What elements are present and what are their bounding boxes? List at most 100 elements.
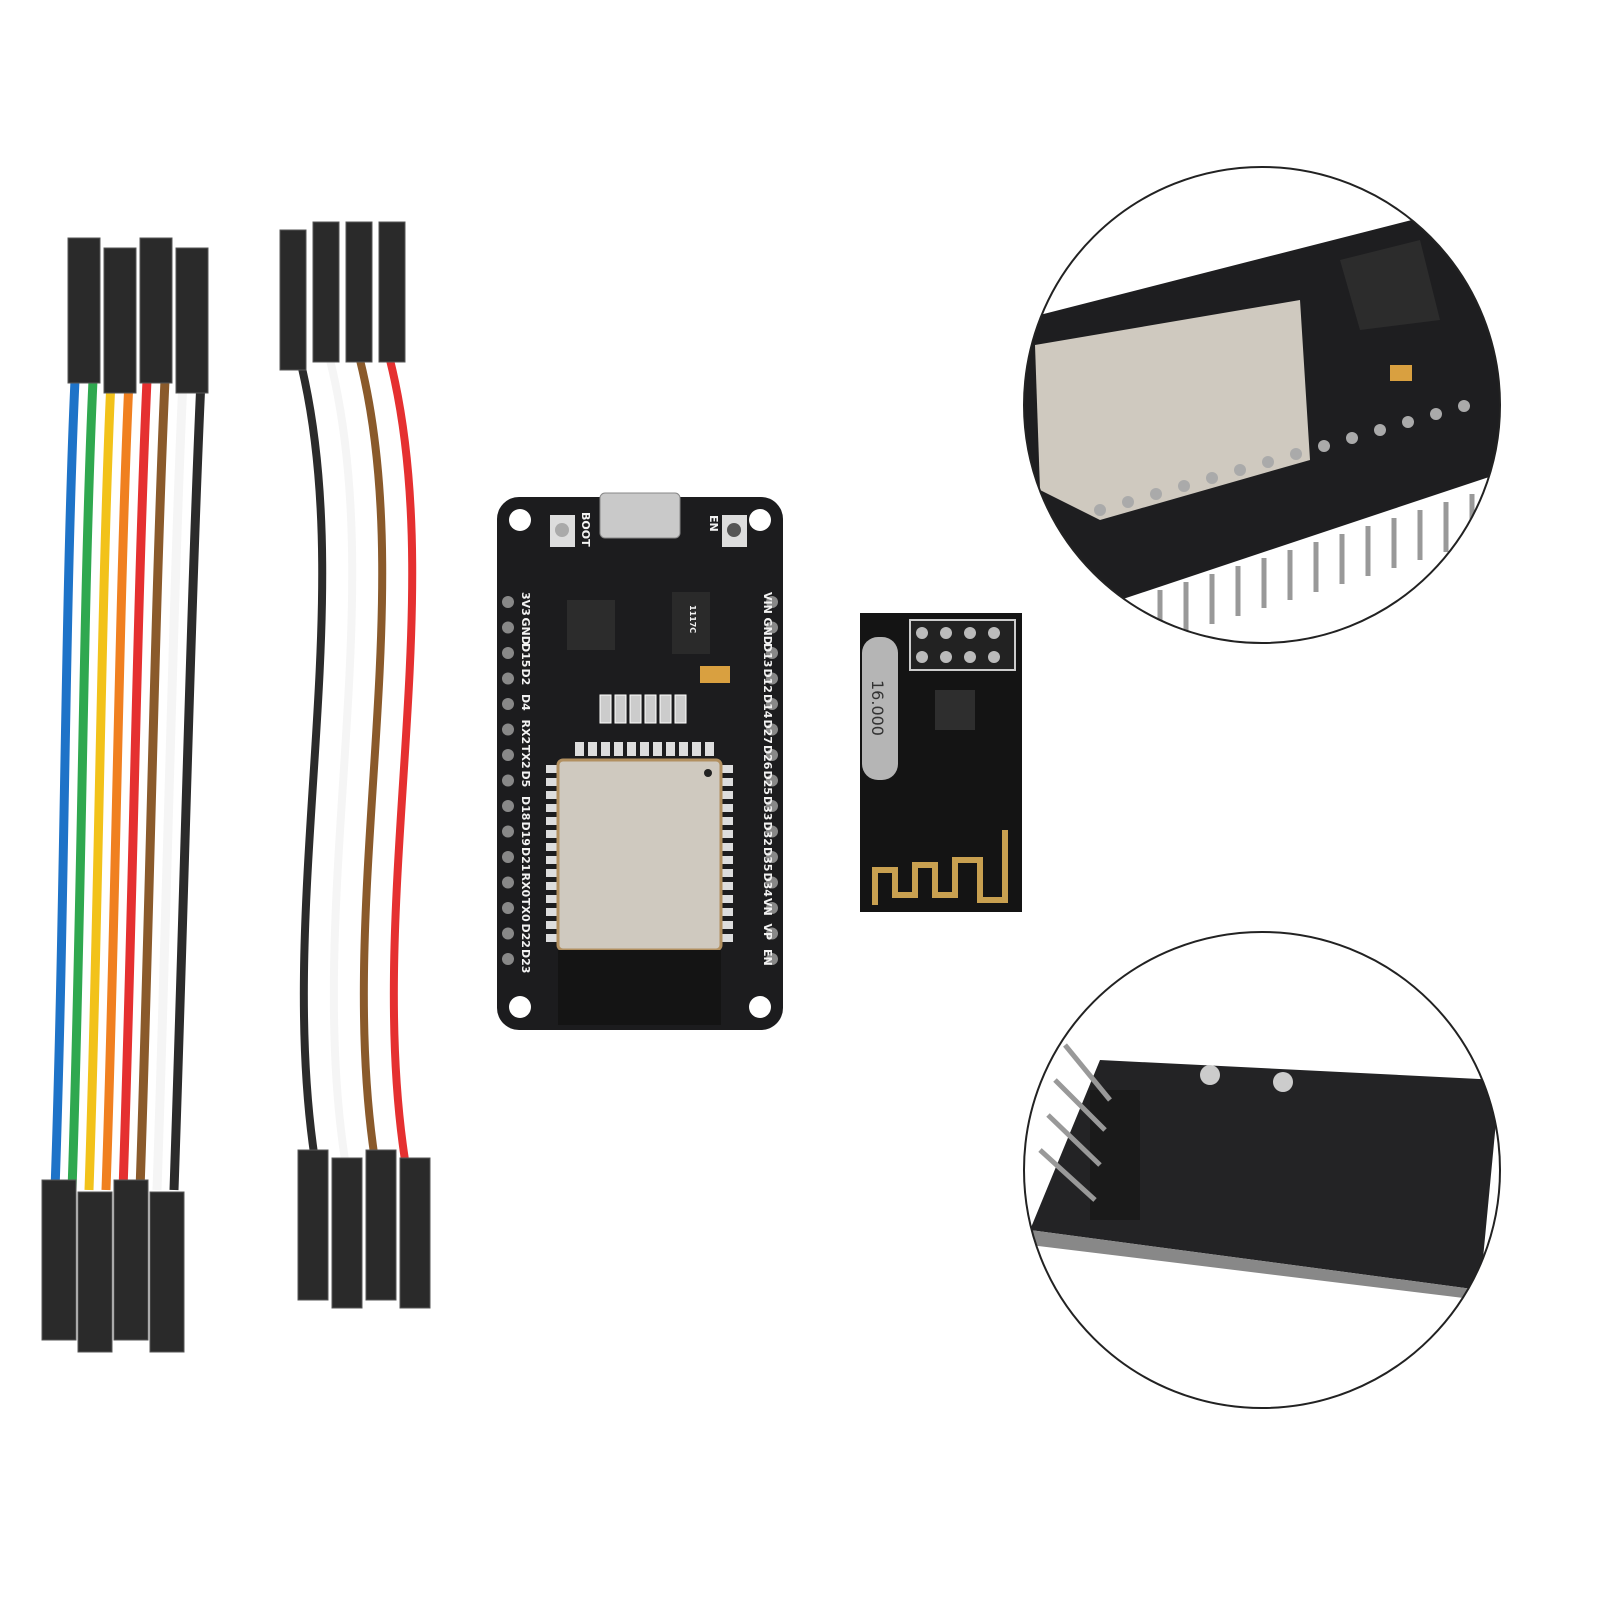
header-pin xyxy=(502,902,514,914)
esp32-dev-board: BOOT EN 1117C 3V3GNDD15D2D4RX2TX2D5D18D1… xyxy=(497,492,783,1030)
wire xyxy=(50,379,80,1191)
pin-label: RX0 xyxy=(519,873,532,898)
header-pin xyxy=(502,953,514,965)
header-pin xyxy=(766,596,778,608)
header-pin xyxy=(964,651,976,663)
nrf-chip xyxy=(935,690,975,730)
header-pin xyxy=(766,825,778,838)
header-pin xyxy=(502,596,514,608)
header-pin xyxy=(916,627,928,639)
header-pin xyxy=(502,647,514,659)
jumper-wire-bundle-4 xyxy=(279,221,431,1309)
pin-label: VP xyxy=(761,924,774,941)
female-connector xyxy=(378,221,406,363)
pin-label: RX2 xyxy=(519,720,532,745)
header-pin xyxy=(502,749,514,761)
wire xyxy=(101,379,134,1191)
esp32-wroom-module xyxy=(556,758,723,952)
header-pin xyxy=(766,774,778,787)
header-pin xyxy=(766,851,778,863)
pin-label: D18 xyxy=(519,796,532,820)
pin-label: D14 xyxy=(761,694,774,719)
header-pin xyxy=(766,647,778,659)
pin-label: D35 xyxy=(761,847,774,871)
female-connector xyxy=(67,237,101,384)
header-pin xyxy=(766,698,778,710)
wire xyxy=(296,359,327,1161)
header-pin xyxy=(964,627,976,639)
header-pin xyxy=(502,927,514,940)
female-connector xyxy=(103,247,137,394)
pin-label: D34 xyxy=(761,873,774,898)
pin-label: D2 xyxy=(519,669,532,686)
header-pin xyxy=(766,672,778,685)
crystal-label: 16.000 xyxy=(868,680,887,736)
regulator-label: 1117C xyxy=(688,605,697,633)
female-connector xyxy=(113,1179,149,1341)
header-pin xyxy=(502,825,514,838)
boot-label: BOOT xyxy=(579,512,592,547)
header-pin xyxy=(502,851,514,863)
pin-label: VN xyxy=(761,898,774,916)
female-connector xyxy=(77,1191,113,1353)
wire xyxy=(135,379,170,1191)
detail-view-nrf-underside xyxy=(1023,931,1501,1409)
header-pin xyxy=(502,621,514,634)
header-pin xyxy=(766,723,778,736)
pin-label: D5 xyxy=(519,771,532,788)
header-pin xyxy=(766,749,778,761)
wire xyxy=(118,379,152,1191)
pin-label: 3V3 xyxy=(519,592,532,616)
smd-components xyxy=(546,694,733,942)
female-connector xyxy=(41,1179,77,1341)
header-pin xyxy=(766,876,778,889)
wire xyxy=(386,359,417,1161)
pin-label: TX2 xyxy=(519,745,532,769)
pin-label: EN xyxy=(761,949,774,966)
wire xyxy=(326,359,357,1161)
female-connector xyxy=(331,1157,363,1309)
wire xyxy=(67,379,98,1191)
header-pin xyxy=(502,723,514,736)
header-pin xyxy=(502,800,514,812)
pin-label: D23 xyxy=(519,949,532,973)
pin-label: D33 xyxy=(761,796,774,820)
pcb-antenna xyxy=(872,830,1008,905)
header-pin xyxy=(916,651,928,663)
female-connector xyxy=(399,1157,431,1309)
pin-header-2x4 xyxy=(909,619,1016,671)
female-connector xyxy=(279,229,307,371)
right-pin-labels: VINGNDD13D12D14D27D26D25D33D32D35D34VNVP… xyxy=(761,592,778,966)
pin-label: D12 xyxy=(761,669,774,693)
pin-label: D13 xyxy=(761,643,774,667)
female-connector xyxy=(139,237,173,384)
header-pin xyxy=(988,627,1000,639)
header-pin xyxy=(502,698,514,710)
wire xyxy=(356,359,387,1161)
wire xyxy=(152,379,188,1191)
pin-label: D32 xyxy=(761,822,774,846)
pin-label: GND xyxy=(761,618,774,645)
pin-label: TX0 xyxy=(519,898,532,922)
header-pin xyxy=(766,800,778,812)
nrf24l01-module: 16.000 xyxy=(860,613,1022,912)
pin-label: D25 xyxy=(761,771,774,795)
header-pin xyxy=(940,627,952,639)
pin-label: D15 xyxy=(519,643,532,667)
header-pin xyxy=(502,672,514,685)
pin-label: D26 xyxy=(761,745,774,770)
wire xyxy=(84,379,116,1191)
header-pin xyxy=(502,774,514,787)
pin-label: VIN xyxy=(761,592,774,614)
header-pin xyxy=(766,621,778,634)
female-connector xyxy=(149,1191,185,1353)
header-pin xyxy=(940,651,952,663)
crystal-oscillator xyxy=(862,637,898,780)
pin-label: D22 xyxy=(519,924,532,948)
header-pin xyxy=(502,876,514,889)
usb-port xyxy=(599,492,681,539)
wire xyxy=(169,379,206,1191)
pin-label: D21 xyxy=(519,847,532,871)
left-pin-labels: 3V3GNDD15D2D4RX2TX2D5D18D19D21RX0TX0D22D… xyxy=(502,592,532,973)
